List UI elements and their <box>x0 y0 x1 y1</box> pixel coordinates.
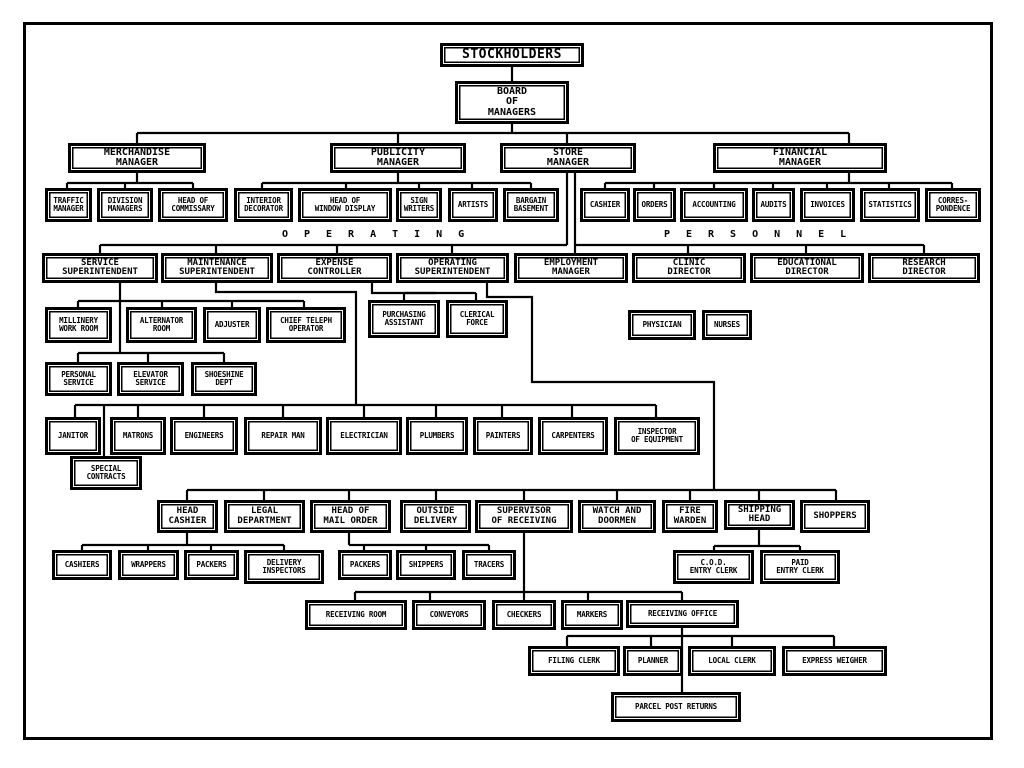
electrician-box: ELECTRICIAN <box>326 417 402 455</box>
janitor-box: JANITOR <box>45 417 101 455</box>
traffic-manager-box: TRAFFIC MANAGER <box>45 188 92 222</box>
educational-director-box: EDUCATIONAL DIRECTOR <box>750 253 864 283</box>
conveyors-box: CONVEYORS <box>412 600 486 630</box>
supervisor-of-receiving-box: SUPERVISOR OF RECEIVING <box>475 500 573 533</box>
packers-box-mail: PACKERS <box>338 550 392 580</box>
adjuster-box: ADJUSTER <box>203 307 261 343</box>
maintenance-superintendent-box: MAINTENANCE SUPERINTENDENT <box>161 253 273 283</box>
shoppers-box: SHOPPERS <box>800 500 870 533</box>
financial-manager-box: FINANCIAL MANAGER <box>713 143 887 173</box>
nurses-box: NURSES <box>702 310 752 340</box>
millinery-work-room-box: MILLINERY WORK ROOM <box>45 307 112 343</box>
wrappers-box: WRAPPERS <box>118 550 179 580</box>
clinic-director-box: CLINIC DIRECTOR <box>632 253 746 283</box>
research-director-box: RESEARCH DIRECTOR <box>868 253 980 283</box>
accounting-box: ACCOUNTING <box>680 188 748 222</box>
statistics-box: STATISTICS <box>860 188 920 222</box>
receiving-office-box: RECEIVING OFFICE <box>626 600 739 628</box>
cashiers-box: CASHIERS <box>52 550 112 580</box>
artists-box: ARTISTS <box>448 188 498 222</box>
shoeshine-dept-box: SHOESHINE DEPT <box>191 362 257 396</box>
clerical-force-box: CLERICAL FORCE <box>446 300 508 338</box>
sign-writers-box: SIGN WRITERS <box>396 188 442 222</box>
checkers-box: CHECKERS <box>492 600 556 630</box>
head-of-commissary-box: HEAD OF COMMISSARY <box>158 188 228 222</box>
personal-service-box: PERSONAL SERVICE <box>45 362 112 396</box>
shippers-box: SHIPPERS <box>396 550 456 580</box>
invoices-box: INVOICES <box>800 188 855 222</box>
cashier-box: CASHIER <box>580 188 630 222</box>
personnel-section-label: PERSONNEL <box>664 229 863 240</box>
operating-superintendent-box: OPERATING SUPERINTENDENT <box>396 253 509 283</box>
merchandise-manager-box: MERCHANDISE MANAGER <box>68 143 206 173</box>
division-managers-box: DIVISION MANAGERS <box>97 188 153 222</box>
special-contracts-box: SPECIAL CONTRACTS <box>70 456 142 490</box>
shipping-head-box: SHIPPING HEAD <box>724 500 795 530</box>
fire-warden-box: FIRE WARDEN <box>662 500 718 533</box>
elevator-service-box: ELEVATOR SERVICE <box>117 362 184 396</box>
local-clerk-box: LOCAL CLERK <box>688 646 776 676</box>
publicity-manager-box: PUBLICITY MANAGER <box>330 143 466 173</box>
head-cashier-box: HEAD CASHIER <box>157 500 218 533</box>
painters-box: PAINTERS <box>473 417 533 455</box>
delivery-inspectors-box: DELIVERY INSPECTORS <box>244 550 324 584</box>
chart-frame <box>23 22 993 740</box>
stockholders-box: STOCKHOLDERS <box>440 43 584 67</box>
bargain-basement-box: BARGAIN BASEMENT <box>503 188 559 222</box>
engineers-box: ENGINEERS <box>170 417 238 455</box>
purchasing-assistant-box: PURCHASING ASSISTANT <box>368 300 440 338</box>
chief-telephone-operator-box: CHIEF TELEPH OPERATOR <box>266 307 346 343</box>
markers-box: MARKERS <box>561 600 623 630</box>
legal-department-box: LEGAL DEPARTMENT <box>224 500 305 533</box>
operating-section-label: OPERATING <box>282 229 481 240</box>
express-weigher-box: EXPRESS WEIGHER <box>782 646 887 676</box>
cod-entry-clerk-box: C.O.D. ENTRY CLERK <box>673 550 754 584</box>
correspondence-box: CORRES- PONDENCE <box>925 188 981 222</box>
physician-box: PHYSICIAN <box>628 310 696 340</box>
inspector-of-equipment-box: INSPECTOR OF EQUIPMENT <box>614 417 700 455</box>
orders-box: ORDERS <box>633 188 676 222</box>
tracers-box: TRACERS <box>462 550 516 580</box>
outside-delivery-box: OUTSIDE DELIVERY <box>400 500 471 533</box>
packers-box-cashier: PACKERS <box>184 550 239 580</box>
receiving-room-box: RECEIVING ROOM <box>305 600 407 630</box>
store-manager-box: STORE MANAGER <box>500 143 636 173</box>
paid-entry-clerk-box: PAID ENTRY CLERK <box>760 550 840 584</box>
plumbers-box: PLUMBERS <box>406 417 468 455</box>
carpenters-box: CARPENTERS <box>538 417 608 455</box>
watch-and-doormen-box: WATCH AND DOORMEN <box>578 500 656 533</box>
head-of-mail-order-box: HEAD OF MAIL ORDER <box>310 500 391 533</box>
interior-decorator-box: INTERIOR DECORATOR <box>234 188 293 222</box>
planner-box: PLANNER <box>623 646 683 676</box>
head-of-window-display-box: HEAD OF WINDOW DISPLAY <box>298 188 392 222</box>
matrons-box: MATRONS <box>110 417 166 455</box>
service-superintendent-box: SERVICE SUPERINTENDENT <box>42 253 158 283</box>
expense-controller-box: EXPENSE CONTROLLER <box>277 253 392 283</box>
audits-box: AUDITS <box>752 188 795 222</box>
repair-man-box: REPAIR MAN <box>244 417 322 455</box>
board-of-managers-box: BOARD OF MANAGERS <box>455 81 569 124</box>
parcel-post-returns-box: PARCEL POST RETURNS <box>611 692 741 722</box>
filing-clerk-box: FILING CLERK <box>528 646 620 676</box>
alternator-room-box: ALTERNATOR ROOM <box>126 307 197 343</box>
employment-manager-box: EMPLOYMENT MANAGER <box>514 253 628 283</box>
